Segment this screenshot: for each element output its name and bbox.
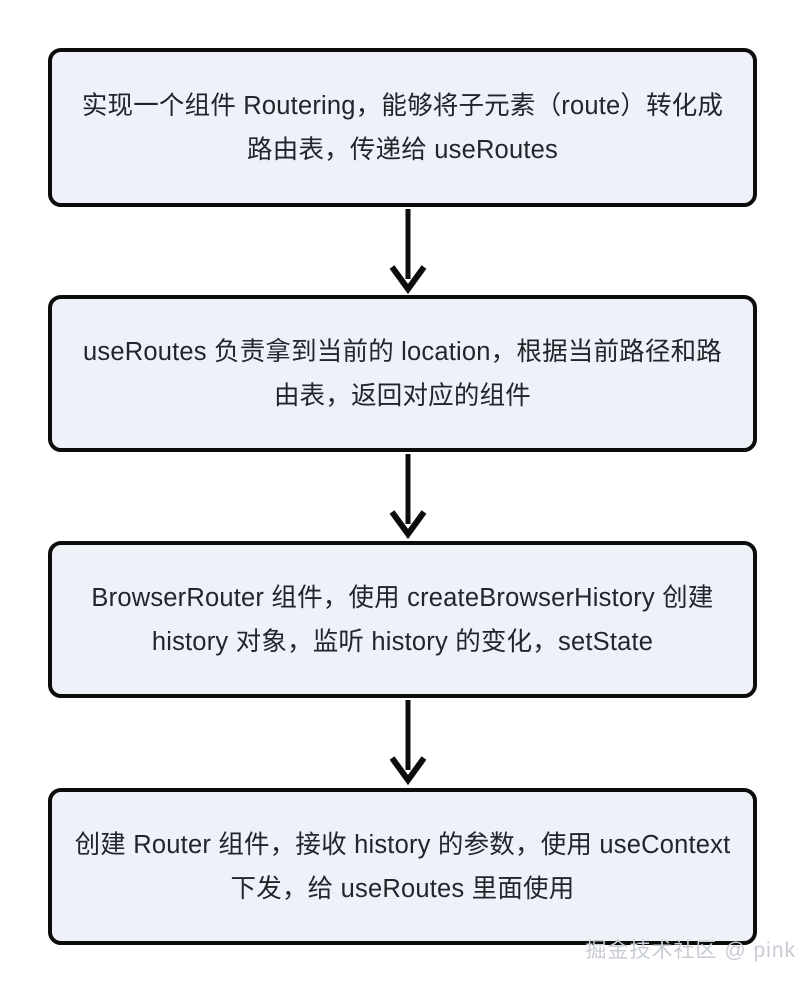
flow-node-4-label: 创建 Router 组件，接收 history 的参数，使用 useContex… — [74, 830, 731, 903]
arrow-down-icon-2 — [384, 452, 432, 540]
flow-node-1: 实现一个组件 Routering，能够将子元素（route）转化成路由表，传递给… — [48, 48, 757, 207]
arrow-down-icon-3 — [384, 698, 432, 786]
flow-node-1-label: 实现一个组件 Routering，能够将子元素（route）转化成路由表，传递给… — [81, 91, 724, 164]
flow-node-2-label: useRoutes 负责拿到当前的 location，根据当前路径和路由表，返回… — [83, 337, 722, 410]
arrow-down-icon-1 — [384, 207, 432, 295]
flow-node-2: useRoutes 负责拿到当前的 location，根据当前路径和路由表，返回… — [48, 295, 757, 452]
watermark: 掘金技术社区 @ pink — [585, 939, 796, 962]
flow-node-3: BrowserRouter 组件，使用 createBrowserHistory… — [48, 541, 757, 698]
flow-node-3-label: BrowserRouter 组件，使用 createBrowserHistory… — [91, 583, 714, 656]
flow-node-4: 创建 Router 组件，接收 history 的参数，使用 useContex… — [48, 788, 757, 945]
